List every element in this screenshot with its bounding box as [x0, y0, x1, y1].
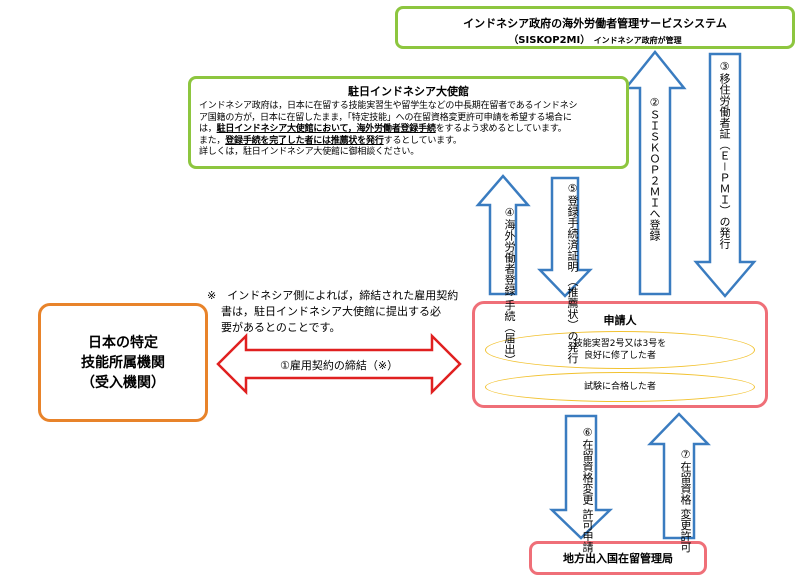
note-line3: 要があるとのことです。: [221, 321, 341, 334]
step7-label-line2: 変更許可: [679, 508, 692, 553]
siskop-title: インドネシア政府の海外労働者管理サービスシステム: [463, 17, 727, 30]
embassy-title: 駐日インドネシア大使館: [348, 85, 469, 98]
applicant-option2: 試験に合格した者: [583, 382, 656, 392]
employer-line1: 日本の特定: [88, 334, 158, 351]
step4-label: ④海外労働者登録 手続（届出）: [490, 206, 516, 366]
embassy-line4-emphasis: 登録手続を完了した者には推薦状を発行: [225, 135, 384, 146]
contract-note: ※ インドネシア側によれば，締結された雇用契約 書は，駐日インドネシア大使館に提…: [207, 288, 472, 336]
applicant-title: 申請人: [603, 314, 637, 327]
step3-label: ③移住労働者証（Ｅ－ＰＭＩ）の発行: [718, 60, 731, 249]
embassy-line3-start: は，: [199, 124, 217, 134]
step1-label: ①雇用契約の締結（※）: [280, 359, 399, 372]
step4-label-line1: ④海外労働者登録: [503, 206, 516, 296]
step7-label: ⑦在留資格 変更許可: [666, 448, 692, 553]
embassy-line3-end: をするよう求めるとしています。: [435, 124, 567, 134]
embassy-line3-emphasis: 駐日インドネシア大使館において，海外労働者登録手続: [216, 124, 436, 134]
applicant-option1-line1: 技能実習2号又は3号を: [573, 339, 667, 349]
step6-label-line2: 許可申請: [581, 508, 594, 553]
step5-label-line2: （推薦状）の発行: [566, 275, 579, 364]
arrow-step3-down: [693, 52, 757, 298]
siskop-subtitle-line: （SISKOP2MI） インドネシア政府が管理: [398, 31, 792, 46]
siskop-subtitle-note: インドネシア政府が管理: [593, 36, 682, 45]
immigration-label: 地方出入国在留管理局: [563, 552, 673, 565]
embassy-line4-end: するとしています。: [383, 135, 462, 146]
embassy-text-line5: 詳しくは，駐日インドネシア大使館に御相談ください。: [199, 147, 420, 157]
embassy-text-line4: また，登録手続を完了した者には推薦状を発行するとしています。: [199, 136, 618, 148]
arrow-step1-double: [216, 332, 462, 396]
arrow-step2-up: [623, 50, 687, 296]
arrow-step6-down: [548, 414, 614, 540]
arrow-step7-up: [647, 412, 711, 540]
applicant-option1-line2: 良好に修了した者: [583, 351, 656, 361]
immigration-bureau-box: 地方出入国在留管理局: [529, 541, 707, 575]
siskop-subtitle: （SISKOP2MI）: [508, 35, 591, 46]
applicant-option-exam: 試験に合格した者: [485, 372, 755, 402]
step7-label-line1: ⑦在留資格: [679, 448, 692, 505]
step6-label-line1: ⑥在留資格変更: [581, 426, 594, 505]
step2-label: ②ＳＩＳＫＯＰ２ＭＩへ登録: [648, 96, 661, 241]
embassy-text-line2: ア国籍の方が，日本に在留したまま，「特定技能」への在留資格変更許可申請を希望する…: [199, 112, 572, 123]
step5-label-line1: ⑤登録手続済証明: [566, 182, 579, 272]
arrow-step5-down: [537, 176, 593, 298]
step6-label: ⑥在留資格変更 許可申請: [568, 426, 594, 553]
applicant-box: 申請人 技能実習2号又は3号を 良好に修了した者 試験に合格した者: [472, 301, 768, 408]
embassy-line4-start: また，: [199, 135, 226, 146]
embassy-box: 駐日インドネシア大使館 インドネシア政府は，日本に在留する技能実習生や留学生など…: [188, 76, 629, 169]
step5-label: ⑤登録手続済証明 （推薦状）の発行: [553, 182, 579, 364]
note-line1: ※ インドネシア側によれば，締結された雇用契約: [207, 289, 459, 302]
applicant-option-intern: 技能実習2号又は3号を 良好に修了した者: [485, 331, 755, 369]
employer-box: 日本の特定 技能所属機関 （受入機関）: [38, 303, 208, 422]
arrow-step4-up: [475, 174, 531, 296]
employer-line2: 技能所属機関: [81, 354, 165, 371]
note-line2: 書は，駐日インドネシア大使館に提出する必: [221, 305, 441, 318]
siskop2mi-system-box: インドネシア政府の海外労働者管理サービスシステム （SISKOP2MI） インド…: [395, 6, 795, 49]
embassy-text-line3: は，駐日インドネシア大使館において，海外労働者登録手続をするよう求めるとしていま…: [199, 124, 618, 136]
embassy-text-line1: インドネシア政府は，日本に在留する技能実習生や留学生などの中長期在留者であるイン…: [199, 101, 578, 111]
employer-line3: （受入機関）: [81, 374, 165, 391]
step4-label-line2: 手続（届出）: [503, 299, 516, 366]
